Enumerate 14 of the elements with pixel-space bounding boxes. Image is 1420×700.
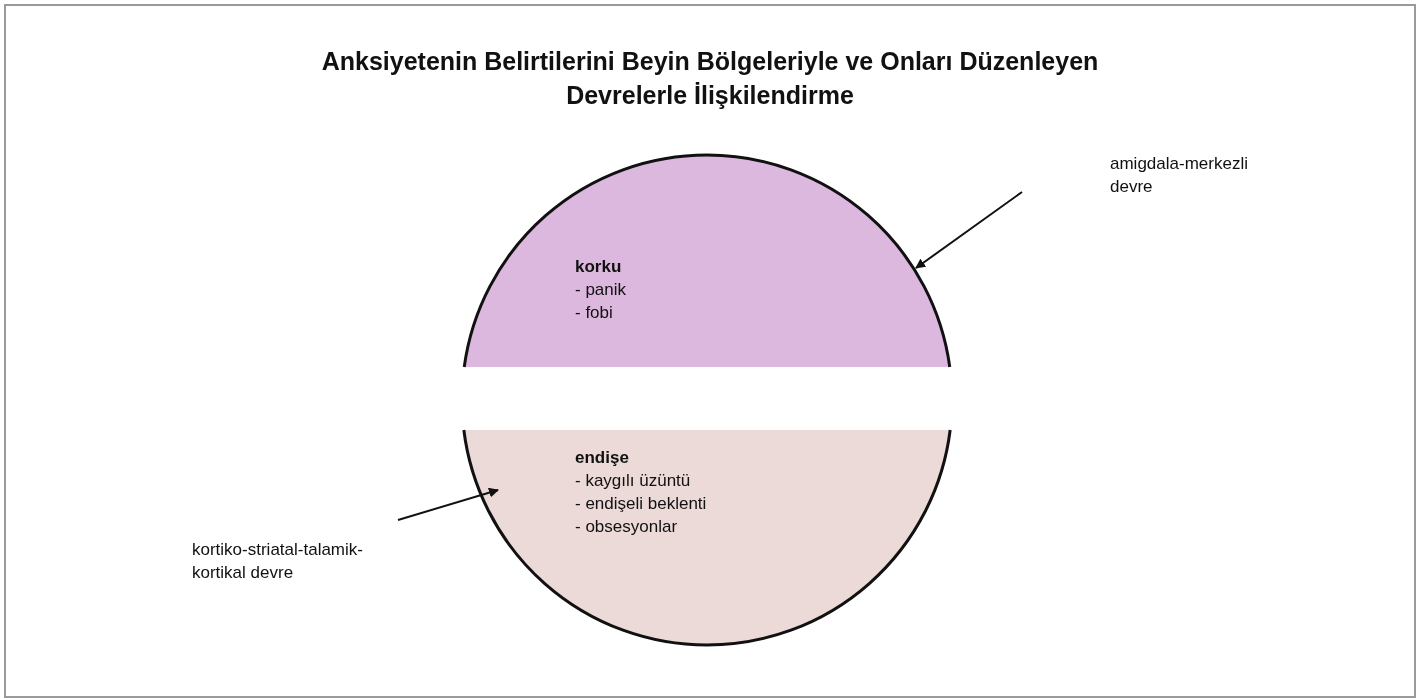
list-item: - panik — [575, 279, 627, 301]
list-item: - kaygılı üzüntü — [575, 470, 691, 492]
arrow — [397, 487, 499, 521]
list-item: - obsesyonlar — [575, 516, 678, 538]
circuit-label: kortiko-striatal-talamik-kortikal devre — [192, 538, 402, 584]
list-item: - fobi — [575, 302, 613, 324]
list-item: - endişeli beklenti — [575, 493, 707, 515]
arrow — [915, 191, 1023, 269]
heading: endişe — [575, 447, 629, 469]
heading: korku — [575, 256, 622, 278]
lower-half-circle — [462, 430, 952, 645]
upper-half-circle — [462, 155, 952, 367]
circuit-label: amigdala-merkezli devre — [1110, 152, 1275, 198]
title: Anksiyetenin Belirtilerini Beyin Bölgeleriyle ve Onları Düzenleyen Devrelerle İlişkilendirme — [320, 46, 1100, 111]
